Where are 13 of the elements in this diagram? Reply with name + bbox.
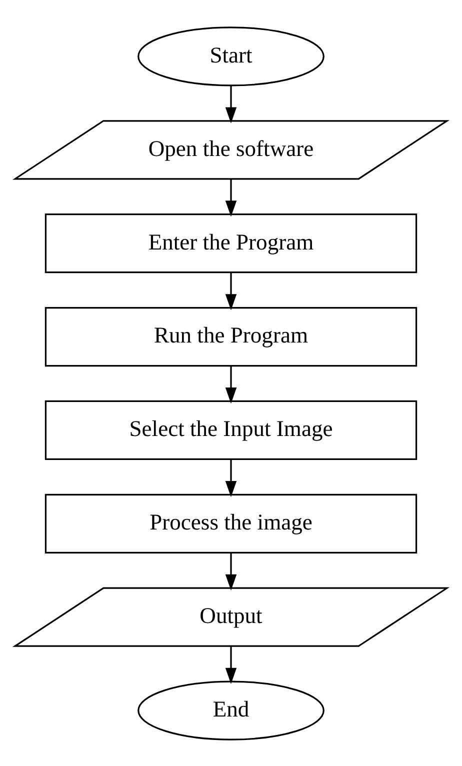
node-box: Process the image [44, 493, 418, 553]
arrow [225, 272, 237, 310]
node-ellipse: End [138, 680, 324, 740]
node-box: Enter the Program [44, 213, 418, 273]
arrow [225, 458, 237, 497]
arrow [225, 178, 237, 216]
node-box: Run the Program [44, 306, 418, 366]
arrow [225, 646, 237, 684]
arrow [225, 365, 237, 404]
arrow [225, 85, 237, 123]
node-ellipse: Start [138, 26, 324, 86]
arrow [225, 552, 237, 590]
node-box: Select the Input Image [44, 400, 418, 460]
